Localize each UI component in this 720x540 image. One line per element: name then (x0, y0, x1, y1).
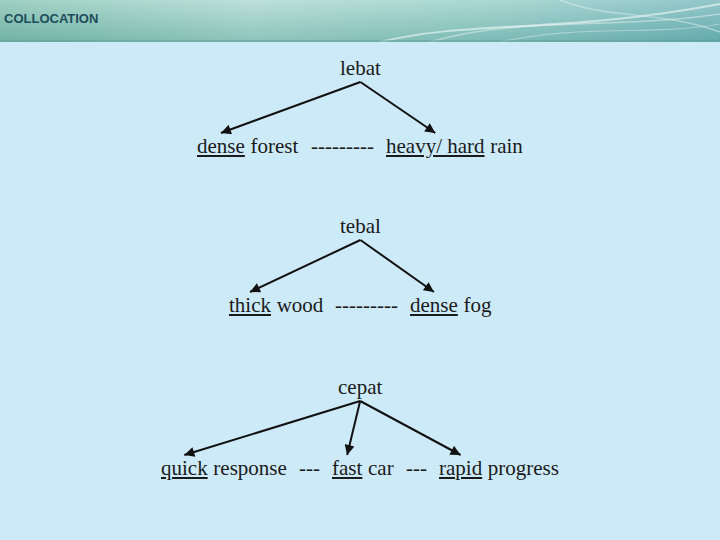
word-text: progress (488, 456, 559, 480)
word-text: car (368, 456, 394, 480)
dash-text: --- (406, 456, 427, 480)
dash-separator: --- (404, 456, 429, 480)
collocation-phrase: fastcar (330, 456, 396, 480)
collocate-word: thick (229, 293, 271, 317)
collocate-word: quick (161, 456, 208, 480)
collocate-word: dense (410, 293, 458, 317)
title-text: COLLOCATION (4, 11, 98, 26)
word-text: lebat (340, 56, 381, 80)
collocate-word: dense (197, 134, 245, 158)
collocation-phrase: densefog (408, 293, 493, 317)
arrow-connector (347, 401, 360, 455)
word-text: forest (250, 134, 298, 158)
dash-text: --------- (335, 293, 398, 317)
arrow-connector (360, 240, 434, 292)
dash-text: --------- (311, 134, 374, 158)
collocation-phrase: heavy/ hardrain (384, 134, 525, 158)
dash-text: --- (299, 456, 320, 480)
collocate-word: heavy/ hard (386, 134, 485, 158)
collocation-phrase: denseforest (195, 134, 300, 158)
arrow-connector (360, 401, 460, 455)
arrow-connector (250, 240, 360, 292)
collocation-phrase: rapidprogress (437, 456, 561, 480)
slide-title: COLLOCATION (4, 11, 98, 26)
word-text: rain (490, 134, 523, 158)
head-word: cepat (336, 375, 384, 399)
collocate-word: fast (332, 456, 362, 480)
word-text: fog (463, 293, 491, 317)
word-text: wood (277, 293, 324, 317)
head-word: tebal (338, 214, 383, 238)
collocate-word: rapid (439, 456, 482, 480)
word-text: tebal (340, 214, 381, 238)
header-band (0, 0, 720, 42)
arrow-connector (221, 82, 360, 133)
collocation-phrase: thickwood (227, 293, 325, 317)
dash-separator: --------- (309, 134, 376, 158)
dash-separator: --- (297, 456, 322, 480)
word-text: response (213, 456, 286, 480)
arrow-connector (184, 401, 360, 455)
head-word: lebat (338, 56, 383, 80)
word-text: cepat (338, 375, 382, 399)
collocation-phrase: quickresponse (159, 456, 289, 480)
arrow-connector (360, 82, 435, 133)
dash-separator: --------- (333, 293, 400, 317)
